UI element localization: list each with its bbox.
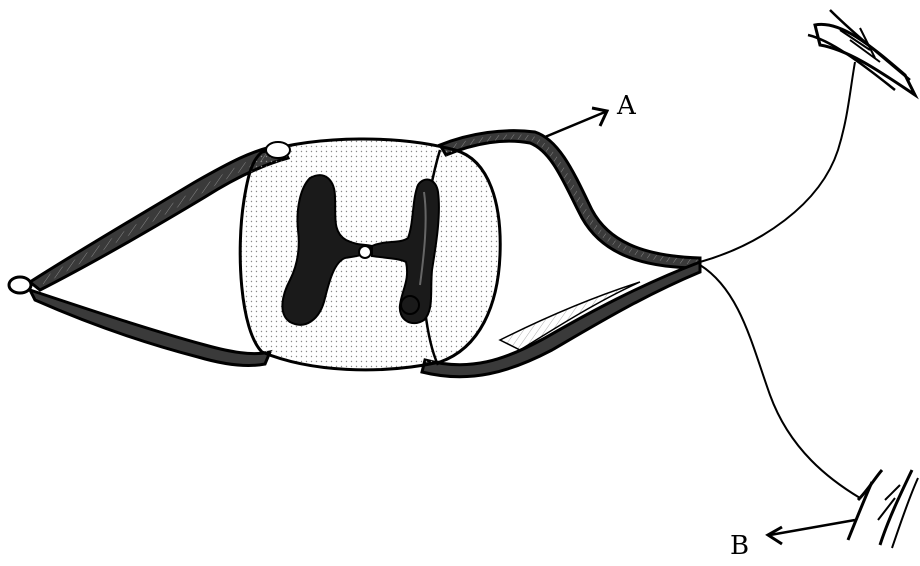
- arrow-b: [768, 520, 855, 544]
- bone-fragment-top: [808, 10, 915, 95]
- joint-upper-left: [266, 142, 290, 158]
- left-meninx-lower: [30, 290, 270, 366]
- label-a: A: [617, 93, 636, 119]
- bone-fragment-bottom: [848, 470, 918, 548]
- label-b: B: [730, 533, 749, 559]
- nerve-lower: [700, 265, 860, 498]
- nerve-upper: [700, 62, 855, 262]
- central-canal: [359, 246, 371, 258]
- left-tip: [9, 277, 31, 293]
- arrow-a: [545, 108, 607, 137]
- grey-matter-right-knob: [401, 296, 419, 314]
